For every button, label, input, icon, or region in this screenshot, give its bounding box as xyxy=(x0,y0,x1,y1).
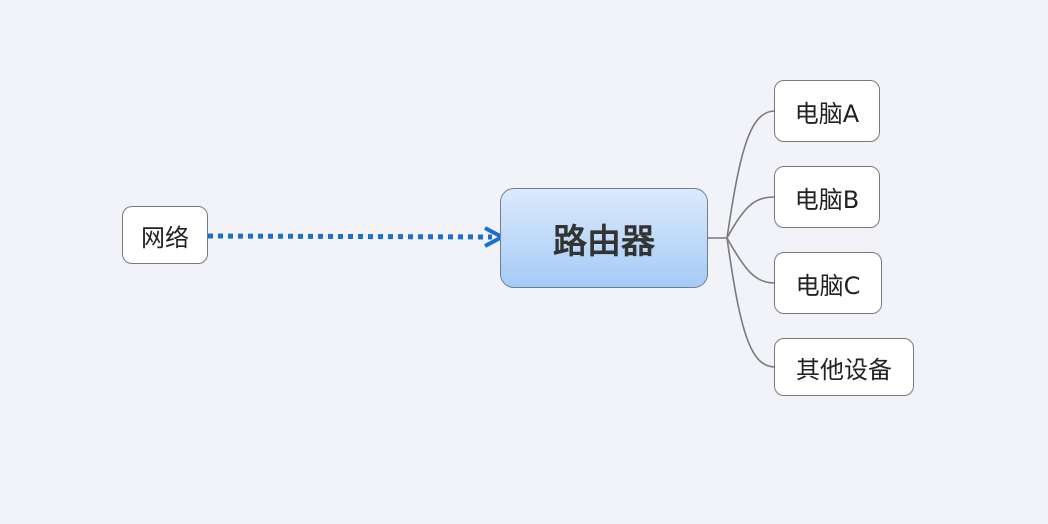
branch-node-label: 电脑B xyxy=(794,185,860,214)
network-node-label: 网络 xyxy=(141,223,189,252)
branch-node-label: 其他设备 xyxy=(796,355,892,384)
branch-line-c xyxy=(726,237,776,284)
branch-node-computer-a[interactable]: 电脑A xyxy=(774,80,880,142)
network-node[interactable]: 网络 xyxy=(122,206,208,264)
router-central-node[interactable]: 路由器 xyxy=(500,188,708,288)
branch-line-a xyxy=(726,110,776,239)
branch-node-label: 电脑C xyxy=(795,271,861,300)
branch-node-label: 电脑A xyxy=(794,99,860,128)
branch-node-computer-b[interactable]: 电脑B xyxy=(774,166,880,228)
branch-line-other xyxy=(726,237,776,368)
branch-node-computer-c[interactable]: 电脑C xyxy=(774,252,882,314)
router-node-label: 路由器 xyxy=(553,221,655,262)
dotted-connector xyxy=(207,233,493,240)
branch-node-other-devices[interactable]: 其他设备 xyxy=(774,338,914,396)
branch-line-b xyxy=(726,196,776,239)
